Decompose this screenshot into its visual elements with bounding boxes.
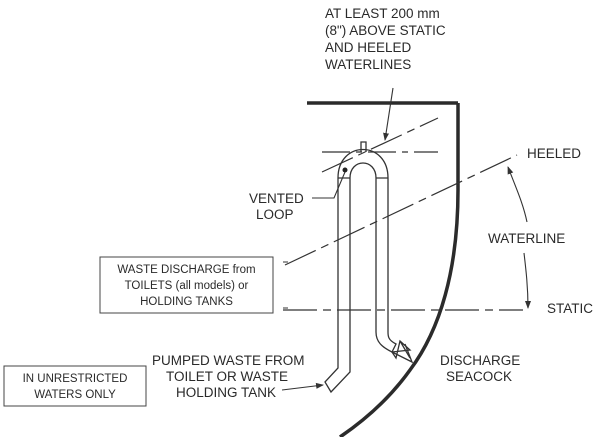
- waste-box-bracket: [283, 261, 288, 309]
- vented-loop-line-1: VENTED: [249, 191, 304, 206]
- vent-stub: [360, 141, 367, 152]
- pumped-waste-line-2: TOILET OR WASTE: [166, 369, 288, 384]
- vented-loop-pipe: [324, 141, 414, 394]
- clearance-line-4: WATERLINES: [325, 57, 411, 72]
- waterlines: [283, 117, 523, 311]
- waste-discharge-line-1: WASTE DISCHARGE from: [117, 264, 255, 276]
- discharge-seacock-line-2: SEACOCK: [446, 369, 512, 384]
- clearance-leader: [383, 87, 394, 141]
- waste-discharge-line-3: HOLDING TANKS: [140, 296, 233, 308]
- loop-outer-arc: [337, 148, 389, 179]
- vent-valve-dot: [342, 167, 348, 173]
- unrestricted-line-1: IN UNRESTRICTED: [23, 373, 128, 385]
- pumped-waste-line-1: PUMPED WASTE FROM: [152, 353, 305, 368]
- seacock-valve: [390, 339, 412, 360]
- waste-discharge-box: WASTE DISCHARGE from TOILETS (all models…: [99, 256, 274, 314]
- hull: [307, 101, 460, 437]
- vented-loop-leader: [312, 171, 346, 199]
- heeled-waterline: [284, 154, 518, 266]
- loop-inner-arc: [349, 162, 377, 179]
- heeled-angle-arrow-up: [507, 166, 528, 223]
- static-angle-arrow-down: [523, 252, 531, 309]
- upper-heeled-reference-line: [321, 117, 439, 173]
- clearance-label: AT LEAST 200 mm (8") ABOVE STATIC AND HE…: [325, 6, 446, 72]
- clearance-line-2: (8") ABOVE STATIC: [325, 23, 446, 38]
- hull-side: [339, 103, 460, 437]
- left-pipe: [324, 178, 351, 394]
- leaders: [281, 87, 531, 391]
- vented-loop-line-2: LOOP: [256, 207, 294, 222]
- unrestricted-waters-box: IN UNRESTRICTED WATERS ONLY: [3, 365, 147, 407]
- pumped-waste-label: PUMPED WASTE FROM TOILET OR WASTE HOLDIN…: [152, 353, 305, 400]
- vented-loop-label: VENTED LOOP: [249, 191, 304, 222]
- pumped-waste-line-3: HOLDING TANK: [176, 385, 276, 400]
- unrestricted-line-2: WATERS ONLY: [34, 389, 116, 401]
- discharge-seacock-line-1: DISCHARGE: [440, 353, 520, 368]
- heeled-label: HEELED: [527, 146, 581, 161]
- discharge-seacock-label: DISCHARGE SEACOCK: [440, 353, 520, 384]
- static-label: STATIC: [547, 301, 593, 316]
- clearance-line-1: AT LEAST 200 mm: [325, 6, 440, 21]
- waterline-label: WATERLINE: [488, 231, 565, 246]
- right-pipe: [375, 178, 397, 353]
- clearance-line-3: AND HEELED: [325, 40, 412, 55]
- pumped-waste-arrow: [281, 382, 324, 391]
- seacock-body: [391, 343, 414, 364]
- waste-discharge-line-2: TOILETS (all models) or: [125, 280, 249, 292]
